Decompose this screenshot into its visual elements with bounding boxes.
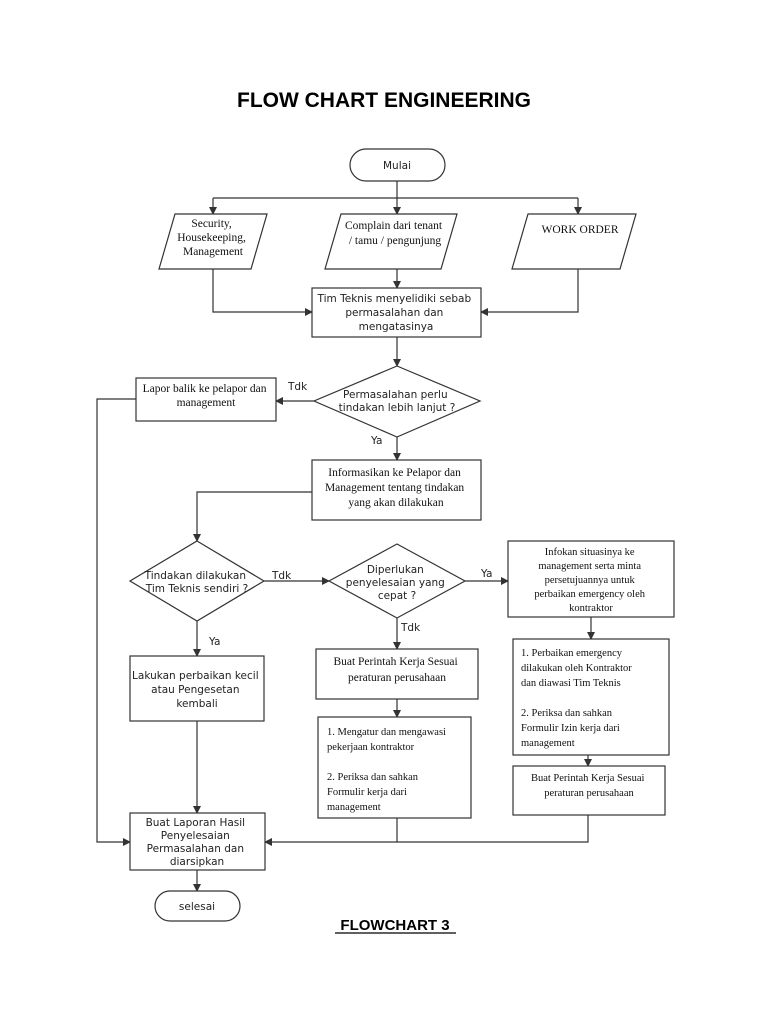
process-minor-fix: Lakukan perbaikan kecil atau Pengesetan … <box>129 655 265 722</box>
process-final-report: Buat Laporan Hasil Penyelesaian Permasal… <box>129 812 266 871</box>
label-ya-fast: Ya <box>480 568 492 580</box>
svg-text:1. Mengatur dan mengawasi: 1. Mengatur dan mengawasi pekerjaan kont… <box>327 727 449 813</box>
svg-text:Buat Perintah Kerja Sesuai: Buat Perintah Kerja Sesuai peraturan per… <box>531 773 647 799</box>
svg-text:Buat Laporan Hasil Penye: Buat Laporan Hasil Penyelesaian Permasal… <box>146 817 249 868</box>
page-title: FLOW CHART ENGINEERING <box>237 89 531 112</box>
input-complain-tenant: Complain dari tenant / tamu / pengunjung <box>324 213 458 270</box>
decision-team-self: Tindakan dilakukan Tim Teknis sendiri ? <box>128 540 266 622</box>
label-tdk-self: Tdk <box>271 570 292 582</box>
process-inform: Informasikan ke Pelapor dan Management t… <box>311 459 482 521</box>
decision-fast-resolution: Diperlukan penyelesaian yang cepat ? <box>327 543 467 619</box>
process-investigate: Tim Teknis menyelidiki sebab permasalaha… <box>311 287 482 338</box>
svg-text:Lakukan perbaikan kecil: Lakukan perbaikan kecil atau Pengesetan … <box>132 670 262 710</box>
process-supervise-contractor: 1. Mengatur dan mengawasi pekerjaan kont… <box>317 716 472 819</box>
svg-text:FLOWCHART 3: FLOWCHART 3 <box>340 917 449 934</box>
process-emergency-info: Infokan situasinya ke management serta m… <box>507 540 675 618</box>
input-work-order: WORK ORDER <box>511 213 637 270</box>
svg-text:Complain dari tenant / t: Complain dari tenant / tamu / pengunjung <box>345 220 445 247</box>
svg-text:Mulai: Mulai <box>383 160 411 172</box>
svg-text:Security, Housekeeping,: Security, Housekeeping, Management <box>177 218 249 258</box>
decision-further-action: Permasalahan perlu tindakan lebih lanjut… <box>312 365 482 438</box>
svg-text:Buat Perintah Kerja Sesuai: Buat Perintah Kerja Sesuai peraturan per… <box>333 656 460 684</box>
start-terminal: Mulai <box>349 148 446 182</box>
process-work-order-right: Buat Perintah Kerja Sesuai peraturan per… <box>512 765 666 816</box>
svg-text:Diperlukan penyelesaian: Diperlukan penyelesaian yang cepat ? <box>346 564 448 602</box>
label-ya-inform: Ya <box>370 435 382 447</box>
process-work-order-left: Buat Perintah Kerja Sesuai peraturan per… <box>315 648 479 700</box>
svg-text:Tim Teknis menyelidiki sebab: Tim Teknis menyelidiki sebab permasalaha… <box>317 293 475 333</box>
label-tdk-fast: Tdk <box>400 622 421 634</box>
svg-text:Lapor balik ke pelapor dan: Lapor balik ke pelapor dan management <box>143 383 270 409</box>
end-terminal: selesai <box>154 890 241 922</box>
svg-text:Informasikan ke Pelapor dan: Informasikan ke Pelapor dan Management t… <box>325 467 467 509</box>
footer-caption: FLOWCHART 3 <box>335 917 456 934</box>
label-tdk-report: Tdk <box>287 381 308 393</box>
input-security-housekeeping: Security, Housekeeping, Management <box>158 213 268 270</box>
svg-text:Tindakan dilakukan Tim T: Tindakan dilakukan Tim Teknis sendiri ? <box>144 570 250 595</box>
label-ya-self: Ya <box>208 636 220 648</box>
process-emergency-steps: 1. Perbaikan emergency dilakukan oleh Ko… <box>512 638 670 756</box>
connectors <box>96 181 595 892</box>
svg-text:Infokan situasinya ke ma: Infokan situasinya ke management serta m… <box>534 547 647 614</box>
svg-text:WORK ORDER: WORK ORDER <box>542 224 619 236</box>
svg-text:selesai: selesai <box>179 901 215 913</box>
svg-text:Permasalahan perlu tinda: Permasalahan perlu tindakan lebih lanjut… <box>339 389 456 414</box>
process-report-back: Lapor balik ke pelapor dan management <box>135 377 277 422</box>
svg-text:1. Perbaikan emergency d: 1. Perbaikan emergency dilakukan oleh Ko… <box>521 648 634 749</box>
